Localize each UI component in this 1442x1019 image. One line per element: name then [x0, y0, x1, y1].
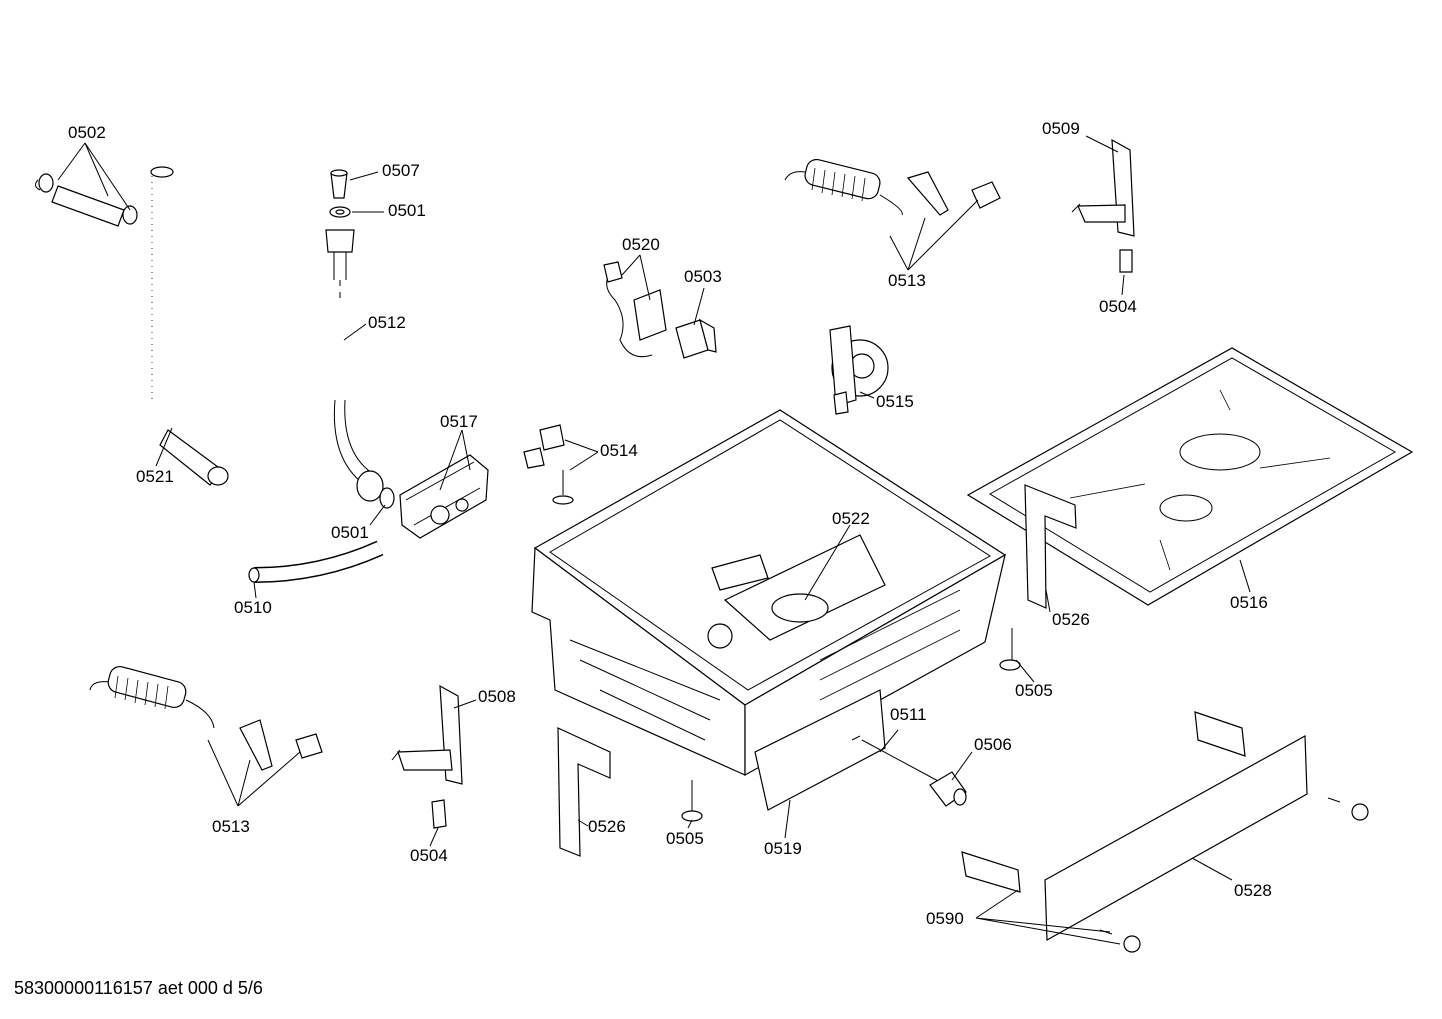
callout-0508: 0508 — [478, 687, 516, 706]
part-0516-base-plate — [966, 347, 1414, 606]
callout-0526: 0526 — [588, 817, 626, 836]
part-0506-foot — [929, 771, 967, 807]
part-0507-inlet-filter — [330, 169, 348, 199]
callout-labels: 0502 0521 0507 0501 0512 0517 0501 0510 … — [68, 119, 1272, 928]
part-0504-clip-left — [431, 799, 447, 829]
part-0526-l-bracket-left — [557, 727, 611, 857]
callout-0520: 0520 — [622, 235, 660, 254]
callout-0506: 0506 — [974, 735, 1012, 754]
part-0517-valve-block — [399, 454, 489, 539]
callout-0528: 0528 — [1234, 881, 1272, 900]
callout-0516: 0516 — [1230, 593, 1268, 612]
callout-0511: 0511 — [890, 705, 927, 724]
callout-0504: 0504 — [410, 846, 448, 865]
part-0508-hinge-bracket-left — [391, 684, 463, 785]
callout-0504: 0504 — [1099, 297, 1137, 316]
callout-0505: 0505 — [666, 829, 704, 848]
callout-0513: 0513 — [888, 271, 926, 290]
callout-0507: 0507 — [382, 161, 420, 180]
callout-0514: 0514 — [600, 441, 638, 460]
part-base-tub — [531, 409, 1007, 777]
part-0511-cable — [861, 739, 941, 783]
document-reference: 58300000116157 aet 000 d 5/6 — [14, 978, 263, 998]
part-0521-drain-hose — [144, 166, 229, 486]
part-0590-fixing-set — [961, 711, 1369, 953]
callout-0590: 0590 — [926, 909, 964, 928]
part-0513-hinge-spring-bottom — [89, 665, 323, 771]
callout-0517: 0517 — [440, 412, 478, 431]
part-0501-washer-bottom — [379, 487, 395, 509]
callout-0509: 0509 — [1042, 119, 1080, 138]
part-0503-connector-box — [675, 318, 717, 359]
part-0505-screw-right — [999, 628, 1021, 671]
callout-0526: 0526 — [1052, 610, 1090, 629]
part-0528-kick-plate — [1044, 735, 1308, 942]
part-0505-screw-left — [681, 780, 703, 822]
callout-0522: 0522 — [832, 509, 870, 528]
part-0502-sleeve-clamps — [34, 173, 138, 227]
part-0520-cable-harness — [603, 261, 667, 358]
part-0515-drain-pump — [829, 325, 889, 415]
callout-0521: 0521 — [136, 467, 174, 486]
part-0501-washer-top — [329, 206, 351, 218]
part-0510-hose — [248, 540, 384, 583]
part-0519-side-panel — [754, 689, 886, 811]
callout-0501: 0501 — [331, 523, 369, 542]
callout-0515: 0515 — [876, 392, 914, 411]
callout-0502: 0502 — [68, 123, 106, 142]
part-0504-clip-right — [1119, 249, 1133, 273]
callout-0513: 0513 — [212, 817, 250, 836]
part-0526-l-bracket-right — [1024, 484, 1077, 609]
callout-0519: 0519 — [764, 839, 802, 858]
part-0512-inlet-hose — [325, 229, 384, 502]
callout-0505: 0505 — [1015, 681, 1053, 700]
callout-0510: 0510 — [234, 598, 272, 617]
part-0513-hinge-spring-top — [784, 158, 1001, 216]
callout-0512: 0512 — [368, 313, 406, 332]
callout-0503: 0503 — [684, 267, 722, 286]
callout-0501: 0501 — [388, 201, 426, 220]
part-0514-screw-set — [523, 424, 574, 505]
leader-lines — [57, 135, 1251, 945]
part-0509-hinge-bracket-right — [1071, 138, 1135, 237]
